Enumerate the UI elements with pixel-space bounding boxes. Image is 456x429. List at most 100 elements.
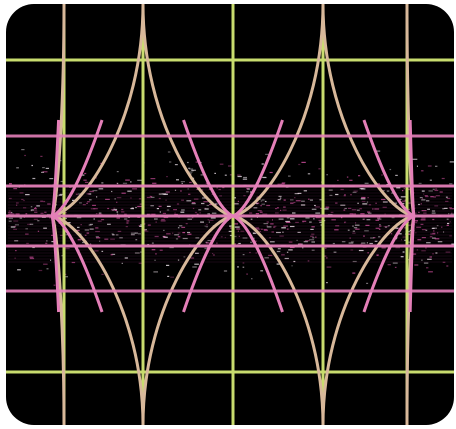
noise-speck [377, 151, 381, 152]
noise-speck [99, 188, 104, 189]
noise-speck [368, 213, 372, 214]
noise-speck [367, 212, 370, 213]
noise-speck [403, 236, 406, 237]
noise-speck [130, 181, 131, 182]
noise-speck [211, 218, 216, 219]
noise-speck [294, 197, 296, 198]
noise-speck [138, 233, 141, 234]
noise-speck [65, 276, 68, 277]
noise-speck [132, 188, 137, 189]
noise-speck [433, 230, 434, 231]
noise-speck [225, 175, 227, 176]
noise-speck [165, 200, 167, 201]
noise-speck [432, 233, 435, 234]
noise-speck [41, 172, 44, 173]
noise-speck [199, 212, 201, 213]
noise-speck [435, 166, 437, 167]
noise-speck [94, 250, 98, 251]
noise-speck [181, 200, 184, 201]
noise-speck [238, 231, 239, 232]
noise-speck [365, 183, 369, 184]
noise-speck [260, 212, 263, 213]
noise-speck [76, 194, 78, 195]
noise-speck [378, 236, 380, 237]
noise-speck [228, 165, 231, 166]
noise-speck [98, 221, 102, 222]
noise-speck [135, 239, 137, 240]
noise-speck [372, 208, 374, 209]
noise-speck [241, 231, 245, 232]
noise-speck [296, 200, 301, 201]
noise-speck [152, 243, 154, 244]
noise-speck [196, 162, 198, 163]
noise-speck [111, 209, 114, 210]
noise-speck [415, 213, 416, 214]
noise-speck [280, 198, 282, 199]
noise-speck [430, 236, 433, 237]
noise-speck [212, 213, 217, 214]
noise-speck [163, 236, 166, 237]
noise-speck [181, 227, 185, 228]
noise-speck [96, 196, 97, 197]
noise-speck [187, 162, 188, 163]
noise-speck [20, 218, 23, 219]
noise-speck [305, 218, 309, 219]
noise-speck [194, 264, 199, 265]
noise-speck [432, 213, 436, 214]
noise-speck [121, 209, 123, 210]
noise-speck [205, 208, 209, 209]
noise-speck [243, 179, 247, 180]
noise-speck [81, 224, 82, 225]
noise-speck [151, 178, 156, 179]
noise-speck [59, 195, 62, 196]
noise-speck [310, 236, 314, 237]
noise-speck [216, 243, 217, 244]
noise-speck [435, 188, 437, 189]
noise-speck [378, 219, 382, 220]
noise-speck [32, 178, 35, 179]
noise-speck [154, 260, 155, 261]
noise-speck [357, 203, 358, 204]
noise-speck [44, 212, 46, 213]
noise-speck [315, 206, 320, 207]
noise-speck [390, 169, 392, 170]
noise-speck [421, 203, 422, 204]
noise-speck [87, 233, 90, 234]
noise-speck [192, 266, 197, 267]
noise-speck [343, 210, 345, 211]
noise-speck [191, 170, 196, 171]
noise-speck [251, 219, 253, 220]
noise-speck [387, 191, 390, 192]
noise-speck [36, 205, 40, 206]
noise-speck [104, 239, 108, 240]
noise-speck [243, 254, 245, 255]
noise-speck [430, 180, 432, 181]
noise-speck [324, 208, 328, 209]
noise-speck [281, 227, 286, 228]
noise-speck [404, 188, 405, 189]
noise-speck [450, 221, 451, 222]
noise-speck [123, 183, 127, 184]
noise-speck [117, 183, 118, 184]
noise-speck [237, 266, 239, 267]
noise-speck [354, 191, 358, 192]
noise-speck [89, 191, 94, 192]
noise-speck [126, 220, 129, 221]
noise-speck [175, 212, 176, 213]
noise-speck [34, 212, 37, 213]
noise-speck [161, 220, 166, 221]
noise-speck [176, 179, 179, 180]
noise-speck [347, 177, 348, 178]
noise-speck [170, 277, 174, 278]
noise-speck [446, 252, 451, 253]
noise-speck [427, 209, 430, 210]
noise-speck [423, 213, 426, 214]
noise-speck [163, 230, 164, 231]
noise-speck [23, 200, 24, 201]
noise-speck [282, 183, 285, 184]
noise-speck [13, 221, 18, 222]
noise-speck [381, 174, 383, 175]
noise-speck [403, 251, 405, 252]
noise-speck [178, 236, 181, 237]
noise-speck [402, 201, 406, 202]
